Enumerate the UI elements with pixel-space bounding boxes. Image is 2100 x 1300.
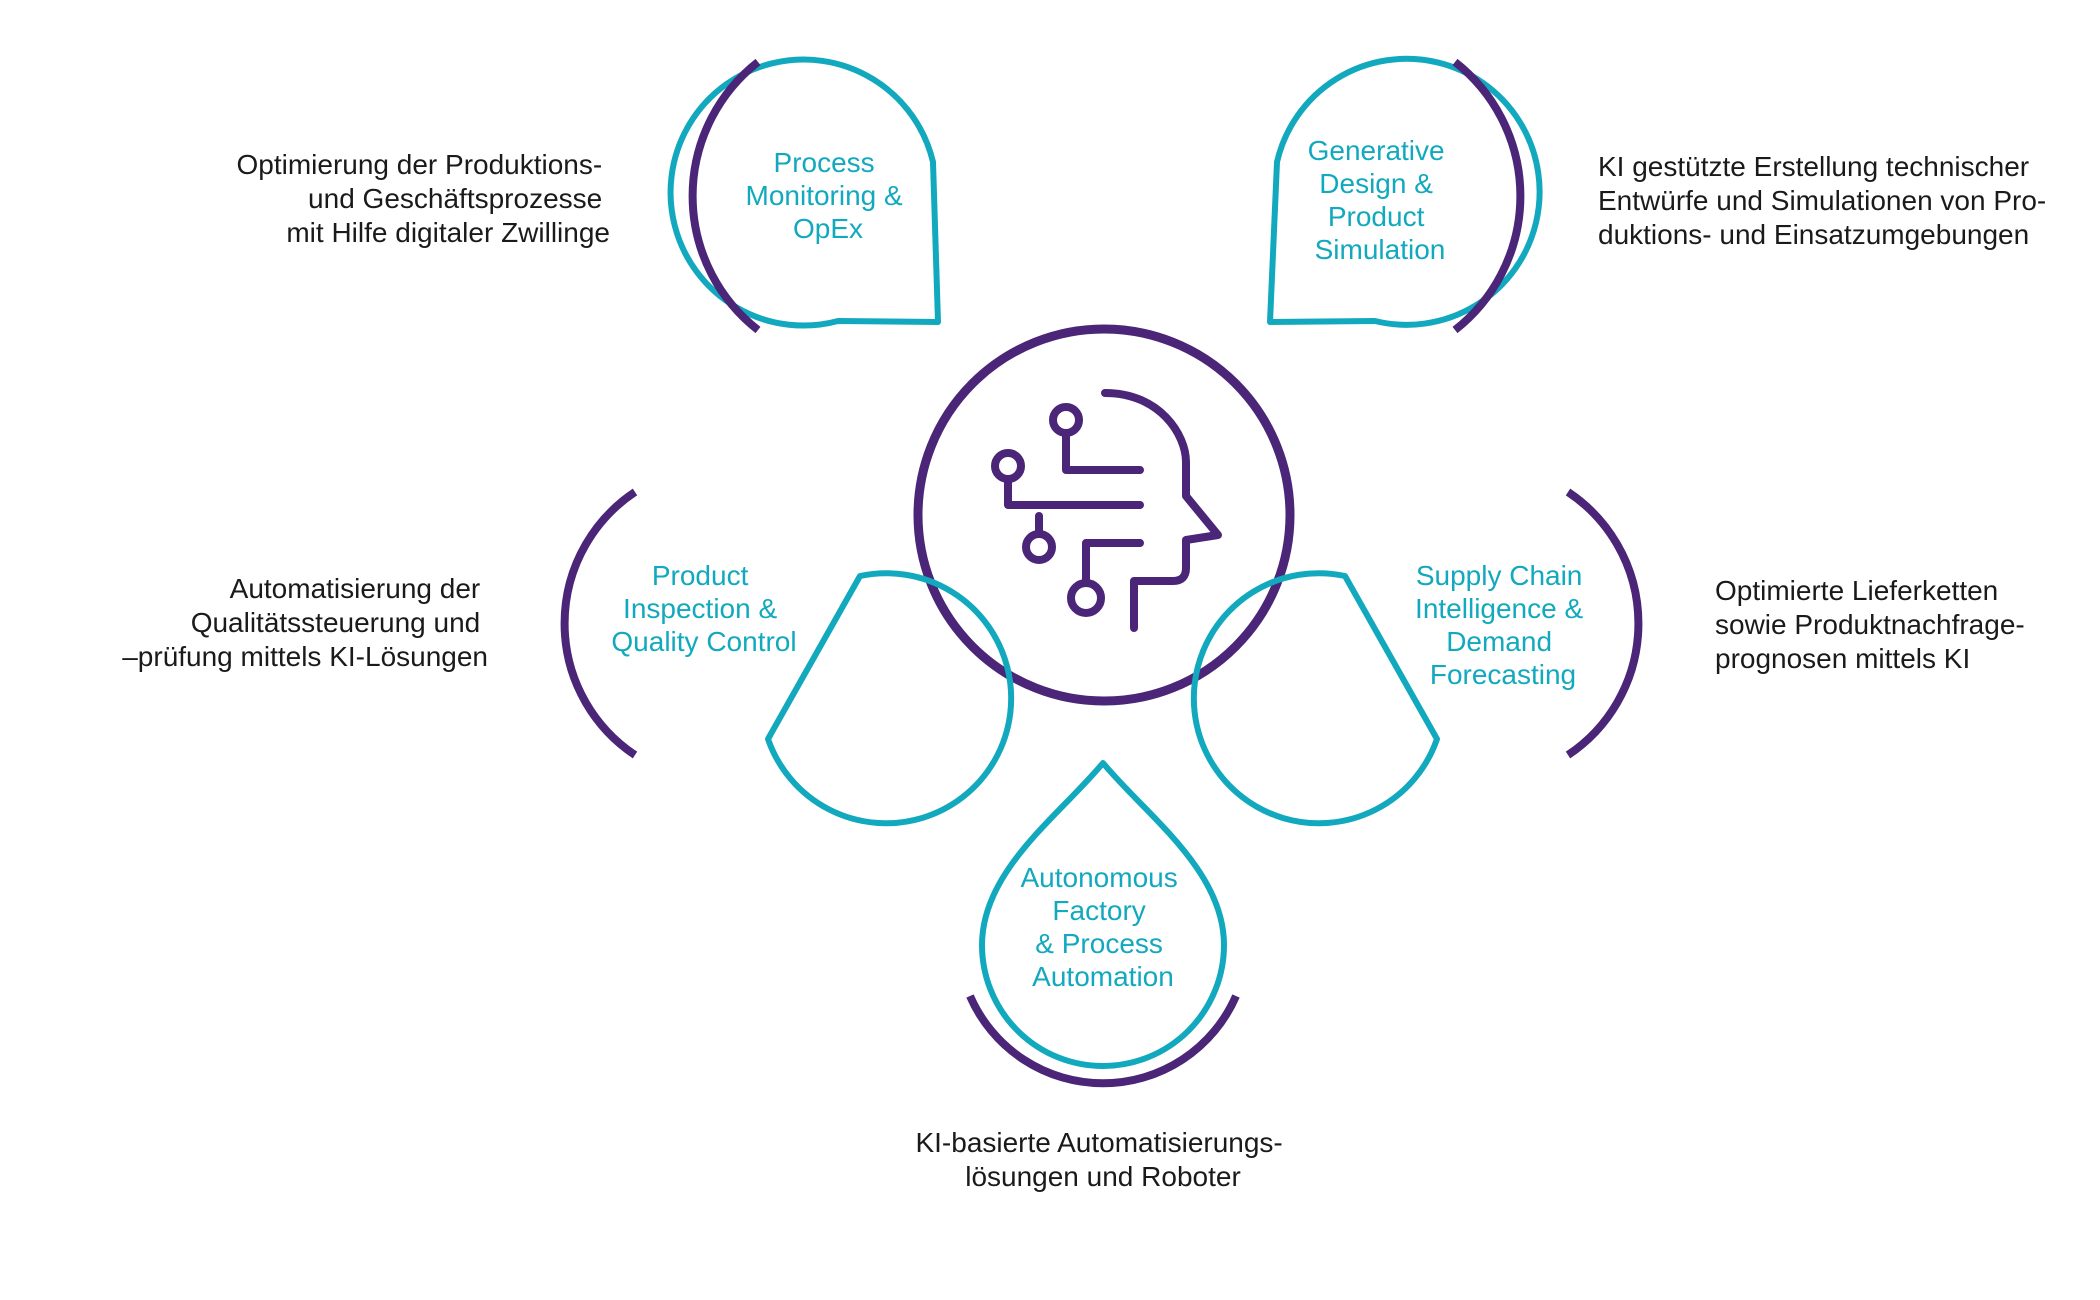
node-description: KI gestützte Erstellung technischer Entw… [1598, 151, 2054, 250]
node-supply-chain: Supply Chain Intelligence & Demand Forec… [1190, 488, 2033, 827]
node-label: Generative Design & Product Simulation [1308, 135, 1453, 265]
arc-accent [1452, 58, 1525, 334]
node-autonomous-factory: Autonomous Factory & Process Automation … [915, 760, 1290, 1192]
node-description: Optimierung der Produktions- und Geschäf… [236, 149, 610, 248]
drop-outline [1190, 570, 1440, 827]
node-description: Optimierte Lieferketten sowie Produktnac… [1715, 575, 2033, 674]
center-circle [913, 324, 1295, 706]
arc-accent [966, 994, 1240, 1088]
drop-outline [765, 570, 1015, 827]
arc-accent [560, 488, 638, 759]
node-label: Process Monitoring & OpEx [746, 147, 911, 244]
drop-outline [979, 760, 1227, 1069]
ai-head-circuit-icon [991, 389, 1222, 632]
arc-accent [688, 58, 761, 334]
node-generative-design: Generative Design & Product Simulation K… [1267, 55, 2054, 334]
node-process-monitoring: Process Monitoring & OpEx Optimierung de… [236, 56, 941, 334]
node-label: Supply Chain Intelligence & Demand Forec… [1415, 560, 1591, 690]
drop-outline [667, 56, 941, 329]
node-product-inspection: Product Inspection & Quality Control Aut… [122, 488, 1015, 827]
center-node [913, 324, 1295, 706]
node-label: Autonomous Factory & Process Automation [1021, 862, 1186, 992]
node-description: Automatisierung der Qualitätssteuerung u… [122, 573, 488, 672]
arc-accent [1565, 488, 1643, 759]
drop-outline [1267, 55, 1543, 328]
node-description: KI-basierte Automatisierungs- lösungen u… [915, 1127, 1290, 1192]
node-label: Product Inspection & Quality Control [611, 560, 796, 657]
